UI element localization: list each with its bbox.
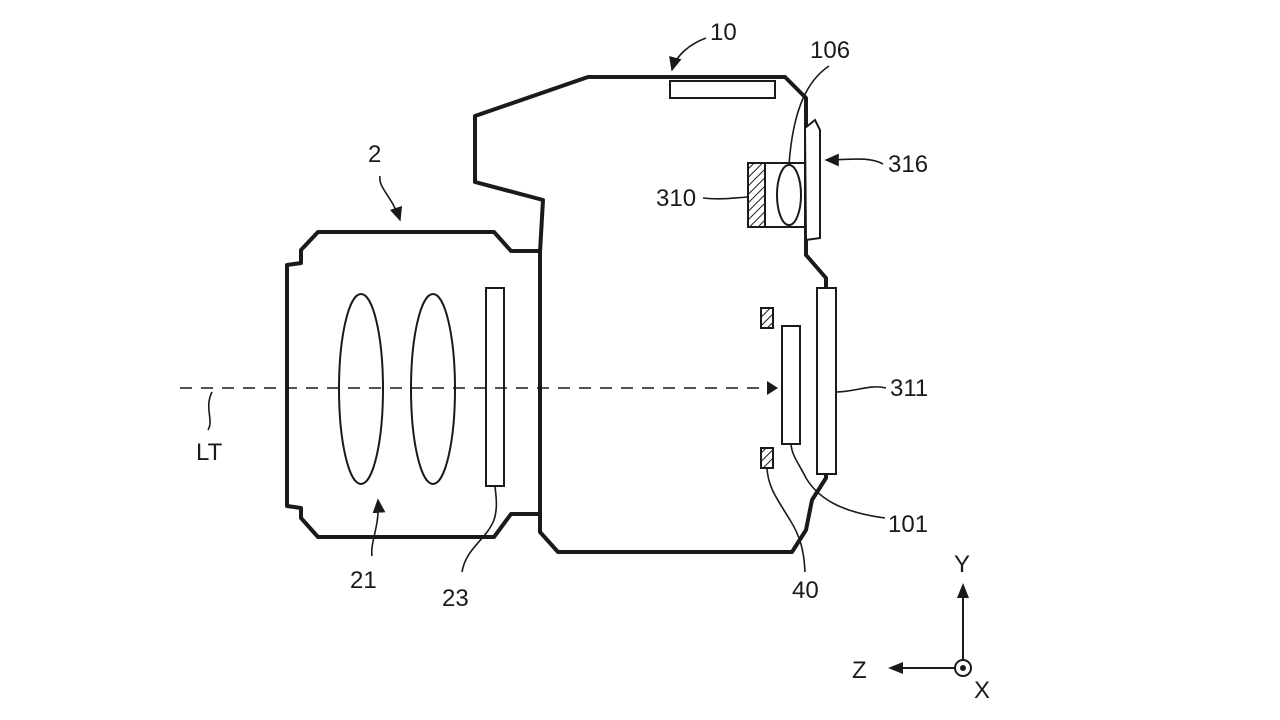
label-image-sensor: 101 [888,511,928,538]
finder-element [747,162,766,228]
sensor-holder-lower [760,447,774,469]
optical-axis-arrowhead [767,381,778,395]
leader-310 [702,196,749,200]
image-sensor [781,325,801,445]
lens-unit-outline [285,230,542,539]
leader-21 [370,498,386,557]
y-axis-arrow-icon [957,583,969,598]
camera-body-outline [473,75,828,554]
rear-display [816,287,837,475]
lens-element-front [338,293,384,485]
lens-filter [485,287,505,487]
leader-101 [790,443,886,519]
label-lens-unit: 2 [368,141,381,168]
z-axis-label: Z [852,657,867,684]
label-finder-lens: 106 [810,37,850,64]
leader-lt [207,391,213,431]
label-sensor-holder: 40 [792,577,819,604]
leader-316 [824,153,884,167]
top-display [669,80,776,99]
lens-element-rear [410,293,456,485]
leader-23 [461,485,498,573]
sensor-holder-upper [760,307,774,329]
label-eyepiece-cover: 316 [888,151,928,178]
leader-10 [669,37,707,72]
y-axis-label: Y [954,551,970,578]
leader-2 [379,175,403,222]
x-axis-dot-icon [960,665,966,671]
leader-311 [835,386,887,393]
label-optical-axis: LT [196,439,223,466]
label-rear-display: 311 [890,375,928,402]
z-axis-arrow-icon [888,662,903,674]
finder-housing [764,162,806,228]
leader-106 [788,65,830,166]
eyepiece-cover [803,118,821,242]
label-camera-body: 10 [710,19,737,46]
label-lens-group: 21 [350,567,377,594]
x-axis-label: X [974,677,990,704]
label-finder-element: 310 [656,185,696,212]
label-lens-filter: 23 [442,585,469,612]
leader-40 [766,467,806,573]
